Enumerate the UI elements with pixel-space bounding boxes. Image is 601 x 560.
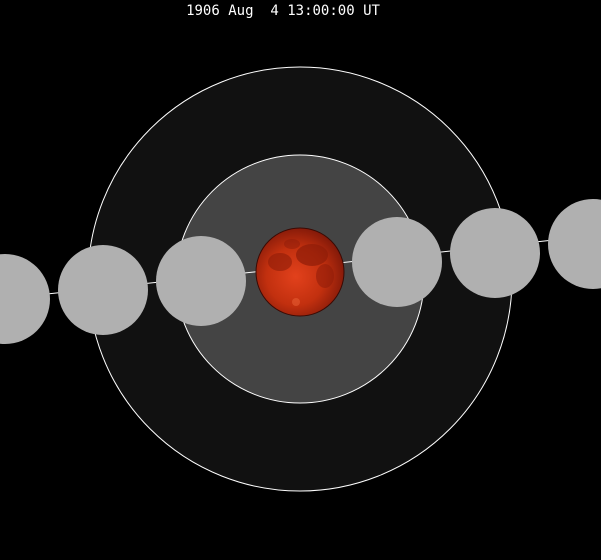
eclipse-timestamp: 1906 Aug 4 13:00:00 UT — [186, 3, 380, 19]
eclipsed-moon — [255, 227, 345, 317]
moon-mare — [268, 253, 292, 271]
moon-position-2 — [58, 245, 148, 335]
moon-position-7 — [548, 199, 601, 289]
moon-position-1 — [0, 254, 50, 344]
moon-position-5 — [352, 217, 442, 307]
moon-mare — [296, 244, 328, 266]
moon-mare — [316, 264, 334, 288]
moon-position-6 — [450, 208, 540, 298]
moon-crater — [292, 298, 300, 306]
moon-mare — [284, 239, 300, 249]
moon-position-3 — [156, 236, 246, 326]
